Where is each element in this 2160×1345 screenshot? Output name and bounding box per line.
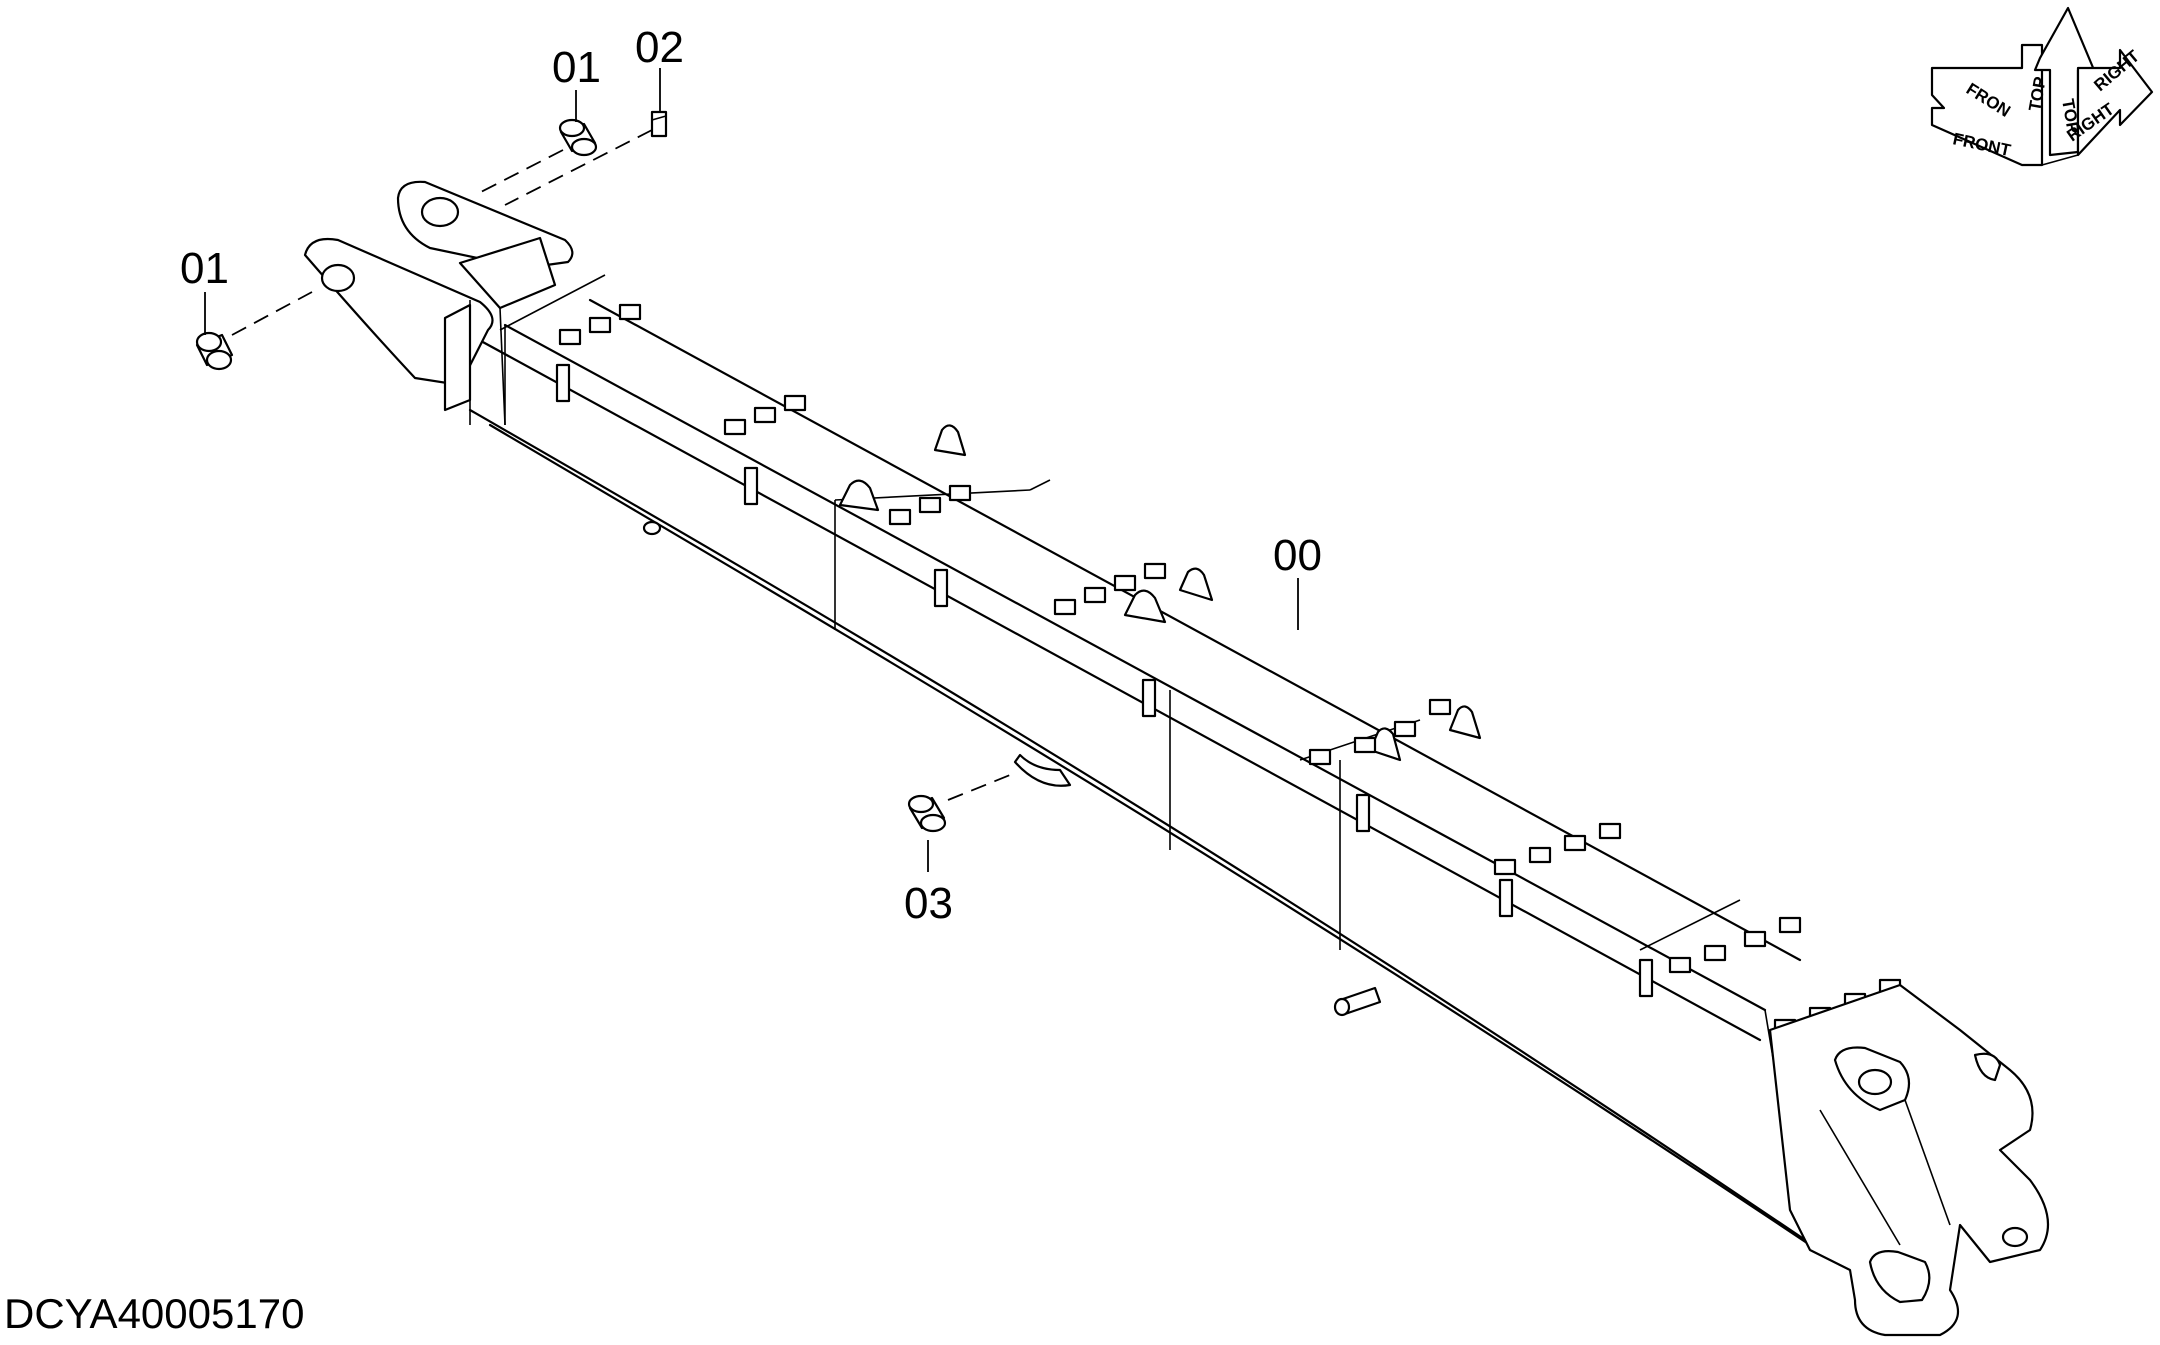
callout-02: 02 (635, 23, 684, 72)
callout-01-top: 01 (552, 43, 601, 92)
clip-row-6 (1493, 822, 1622, 876)
clip-row-5 (1308, 698, 1452, 766)
clip-row-1 (558, 303, 642, 346)
clip-row-3 (888, 484, 972, 526)
document-id: DCYA40005170 (4, 1290, 304, 1337)
clip-row-7 (1668, 916, 1802, 974)
clip-row-4 (1053, 562, 1167, 616)
bushing-03 (907, 794, 947, 833)
clip-row-2 (723, 394, 807, 436)
callout-03: 03 (904, 879, 953, 928)
bushing-01-left (195, 331, 234, 371)
boom-foot (303, 180, 574, 426)
boom-assembly (303, 180, 2050, 1337)
boom-tip (1768, 983, 2050, 1337)
bushing-01-top (558, 118, 598, 157)
orientation-cube-icon: FRONT FRON TOP TOP RIGHT RIGHT (1930, 6, 2154, 167)
pin-02 (650, 110, 668, 138)
callout-01-left: 01 (180, 244, 229, 293)
callout-00: 00 (1273, 531, 1322, 580)
